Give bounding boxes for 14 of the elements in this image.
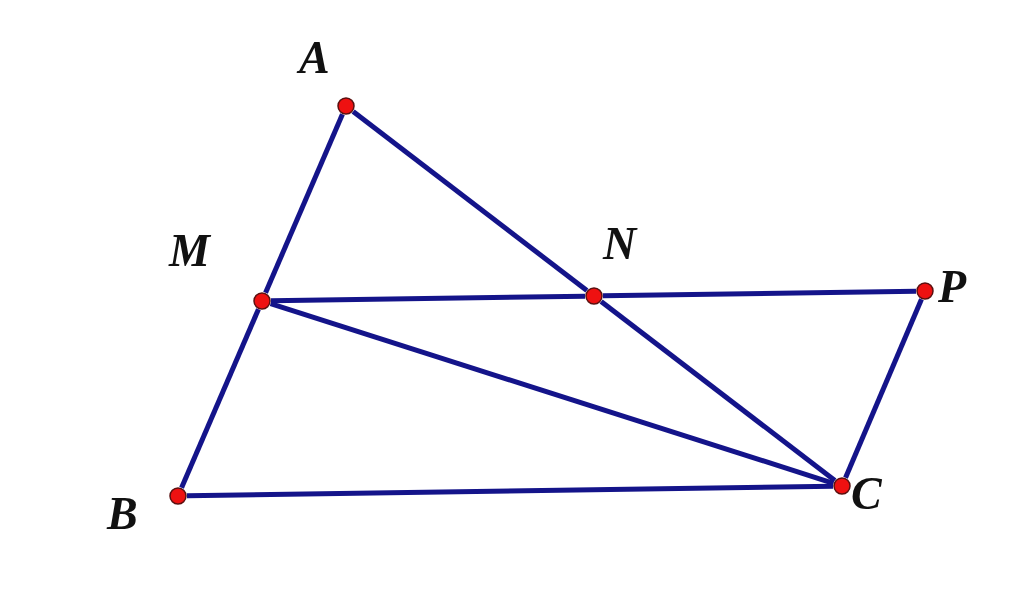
line-segment bbox=[179, 308, 261, 489]
line-segment bbox=[269, 301, 835, 486]
point-label: M bbox=[169, 228, 210, 274]
line-segment bbox=[186, 483, 834, 499]
line-segment bbox=[843, 298, 924, 479]
point-label: N bbox=[603, 221, 637, 267]
point-label: C bbox=[851, 471, 882, 517]
line-segment bbox=[599, 299, 837, 483]
line-segment bbox=[351, 109, 589, 293]
line-segment bbox=[263, 113, 345, 294]
line-segment bbox=[602, 288, 917, 299]
line-segment bbox=[270, 293, 586, 304]
point-label: B bbox=[107, 491, 138, 537]
point-label: P bbox=[938, 264, 967, 310]
